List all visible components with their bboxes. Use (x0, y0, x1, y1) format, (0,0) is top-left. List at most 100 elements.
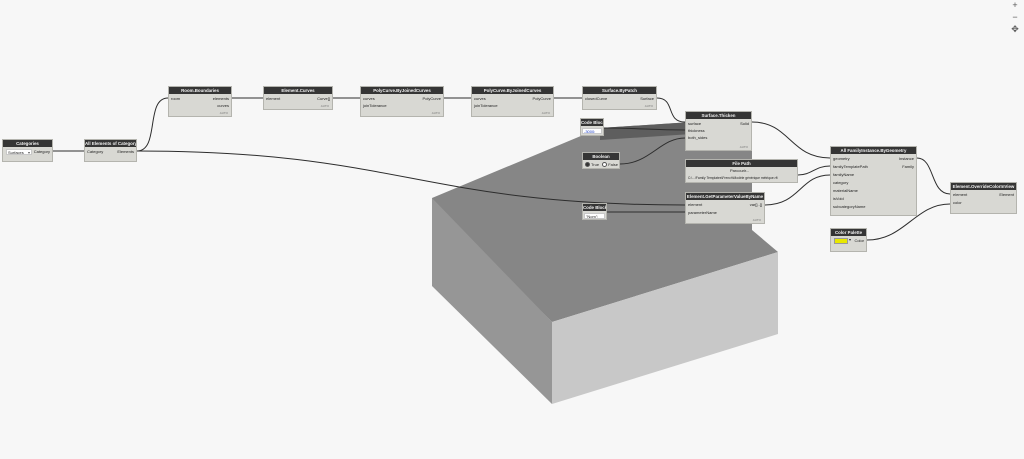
wire (751, 121, 831, 159)
dropdown-value: Surfaces (8, 150, 24, 155)
file-path-value: C:\...\Family Templates\French\Modèle gé… (688, 176, 778, 180)
false-label: False (608, 162, 618, 167)
wire (656, 97, 686, 123)
solid-left-face (432, 198, 552, 404)
input-port[interactable]: Category (87, 149, 104, 154)
node-title: PolyCurve.ByJoinedCurves (472, 87, 553, 94)
node-get-parameter-value-by-name[interactable]: Element.GetParameterValueByName element … (685, 192, 765, 224)
input-port[interactable]: closedCurve (585, 96, 608, 101)
node-categories[interactable]: Categories Surfaces ▾ Category (2, 139, 53, 162)
output-port[interactable]: Color (854, 238, 864, 243)
wire (136, 150, 686, 206)
input-port[interactable]: curves (474, 96, 486, 101)
output-port[interactable]: Family (902, 164, 914, 169)
node-code-block[interactable]: Code Block "Nom"; (582, 203, 607, 220)
input-port[interactable]: both_sides (688, 135, 708, 140)
output-port[interactable]: Instance (898, 156, 914, 161)
fit-view-icon[interactable]: ✥ (1011, 24, 1019, 34)
node-title: Color Palette (831, 229, 866, 236)
code-editor[interactable]: -3000; (582, 128, 602, 134)
wire (797, 165, 831, 176)
lacing-label: AUTO (431, 111, 440, 115)
node-title: Room.Boundaries (169, 87, 231, 94)
node-polycurve-by-joined-curves[interactable]: PolyCurve.ByJoinedCurves curves joinTole… (471, 86, 554, 117)
input-port[interactable]: subcategoryName (833, 204, 866, 209)
output-port[interactable]: Element (999, 192, 1014, 197)
lacing-label: AUTO (644, 104, 653, 108)
input-port[interactable]: geometry (833, 156, 850, 161)
node-family-instance-by-geometry[interactable]: All FamilyInstance.ByGeometry geometry f… (830, 146, 917, 216)
node-title: File Path (686, 160, 797, 167)
node-title: Surface.ByPatch (583, 87, 656, 94)
chevron-down-icon[interactable]: ▾ (27, 150, 30, 155)
category-dropdown[interactable]: Surfaces ▾ (6, 149, 32, 155)
output-port[interactable]: Surface (640, 96, 654, 101)
input-port[interactable]: joinTolerance (363, 103, 387, 108)
node-title: Code Block (581, 119, 603, 126)
output-port[interactable]: Solid (740, 121, 749, 126)
input-port[interactable]: color (953, 200, 962, 205)
browse-button[interactable]: Parcourir... (730, 168, 750, 173)
wire (764, 174, 831, 206)
input-port[interactable]: familyTemplatePath (833, 164, 868, 169)
node-element-override-color-in-view[interactable]: Element.OverrideColorInView element colo… (950, 182, 1017, 214)
input-port[interactable]: familyName (833, 172, 855, 177)
input-port[interactable]: curves (363, 96, 375, 101)
solid-front-face (552, 252, 778, 404)
node-polycurve-by-joined-curves[interactable]: PolyCurve.ByJoinedCurves curves joinTole… (360, 86, 444, 117)
input-port[interactable]: category (833, 180, 849, 185)
node-surface-thicken[interactable]: Surface.Thicken surface thickness both_s… (685, 111, 752, 151)
node-title: Boolean (583, 153, 619, 160)
node-file-path[interactable]: File Path Parcourir... C:\...\Family Tem… (685, 159, 798, 183)
node-boolean[interactable]: Boolean True False (582, 152, 620, 169)
output-port[interactable]: Category (33, 149, 50, 154)
radio-false[interactable] (602, 162, 608, 168)
lacing-label: AUTO (752, 218, 761, 222)
node-title: Surface.Thicken (686, 112, 751, 119)
zoom-in-button[interactable]: + (1012, 0, 1018, 10)
color-swatch[interactable] (834, 238, 848, 244)
input-port[interactable]: surface (688, 121, 702, 126)
true-label: True (591, 162, 600, 167)
input-port[interactable]: element (688, 202, 703, 207)
input-port[interactable]: thickness (688, 128, 705, 133)
wire (619, 137, 686, 165)
node-color-palette[interactable]: Color Palette ▾ Color (830, 228, 867, 252)
input-port[interactable]: isVoid (833, 196, 844, 201)
output-port[interactable]: elements (212, 96, 229, 101)
node-element-curves[interactable]: Element.Curves element Curve[] AUTO (263, 86, 333, 110)
input-port[interactable]: element (266, 96, 281, 101)
input-port[interactable]: element (953, 192, 968, 197)
node-all-elements-of-category[interactable]: All Elements of Category Category Elemen… (84, 139, 137, 162)
input-port[interactable]: materialName (833, 188, 858, 193)
output-port[interactable]: PolyCurve (422, 96, 441, 101)
node-code-block[interactable]: Code Block -3000; (580, 118, 604, 136)
chevron-down-icon[interactable]: ▾ (849, 237, 852, 242)
radio-true[interactable] (585, 162, 590, 168)
node-room-boundaries[interactable]: Room.Boundaries room elements curves AUT… (168, 86, 232, 117)
node-title: PolyCurve.ByJoinedCurves (361, 87, 443, 94)
node-title: All FamilyInstance.ByGeometry (831, 147, 916, 154)
node-title: Categories (3, 140, 52, 147)
boolean-toggle[interactable]: True False (583, 162, 618, 168)
node-surface-by-patch[interactable]: Surface.ByPatch closedCurve Surface AUTO (582, 86, 657, 110)
output-port[interactable]: Curve[] (317, 96, 330, 101)
output-port[interactable]: PolyCurve (532, 96, 551, 101)
lacing-label: AUTO (219, 111, 228, 115)
code-editor[interactable]: "Nom"; (584, 213, 605, 219)
node-title: All Elements of Category (85, 140, 136, 147)
node-title: Element.Curves (264, 87, 332, 94)
output-port[interactable]: var[]..[] (749, 202, 762, 207)
wire (916, 157, 951, 195)
zoom-out-button[interactable]: − (1012, 12, 1018, 22)
input-port[interactable]: parameterName (688, 210, 717, 215)
input-port[interactable]: joinTolerance (474, 103, 498, 108)
output-port[interactable]: curves (217, 103, 229, 108)
wire (136, 97, 169, 152)
input-port[interactable]: room (171, 96, 181, 101)
lacing-label: AUTO (541, 111, 550, 115)
output-port[interactable]: Elements (117, 149, 134, 154)
node-title: Element.GetParameterValueByName (686, 193, 764, 200)
wires (53, 97, 951, 241)
